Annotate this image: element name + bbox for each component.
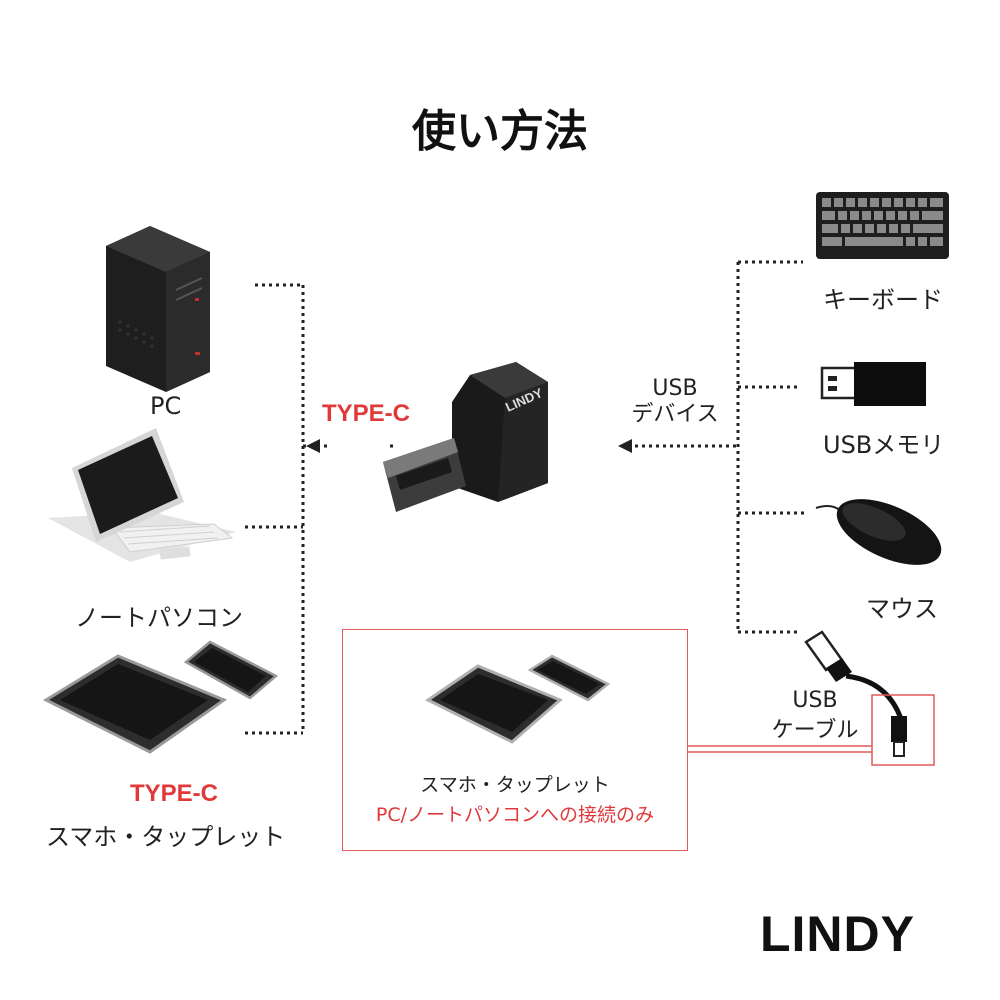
pc-tower-icon <box>106 226 210 392</box>
usb-memory-icon <box>820 362 926 406</box>
mouse-label: マウス <box>866 595 938 623</box>
mouse-icon <box>815 499 942 565</box>
type-c-label: TYPE-C <box>322 400 411 427</box>
cable-highlight-box <box>871 694 935 766</box>
usb-device-label-line2: デバイス <box>631 402 719 427</box>
note-text: スマホ・タップレット PC/ノートパソコンへの接続のみ <box>342 770 688 830</box>
usb-cable-label-line2: ケーブル <box>771 718 859 743</box>
pc-label: PC <box>150 392 182 420</box>
usb-cable-icon <box>804 630 907 757</box>
note-line2: PC/ノートパソコンへの接続のみ <box>375 804 655 826</box>
laptop-icon <box>48 428 236 562</box>
phone-tablet-label: スマホ・タップレット <box>46 823 286 851</box>
tablet-phone-icon <box>42 640 279 754</box>
right-bracket-lines <box>635 260 805 634</box>
arrow-to-device-icon <box>306 439 320 453</box>
left-bracket-lines <box>245 283 396 735</box>
usb-cable-label: USB ケーブル <box>760 686 870 746</box>
lindy-logo: LINDY <box>760 906 915 962</box>
note-box <box>342 629 688 851</box>
usb-memory-label: USBメモリ <box>823 431 945 459</box>
laptop-label: ノートパソコン <box>75 604 243 632</box>
usb-device-label-line1: USB <box>652 376 698 401</box>
phone-type-c-tag: TYPE-C <box>130 780 219 807</box>
usb-device-label: USB デバイス <box>610 376 740 428</box>
note-tablet-phone-icon <box>425 654 611 744</box>
keyboard-icon <box>816 192 949 259</box>
page-title: 使い方法 <box>412 106 588 157</box>
usb-cable-label-line1: USB <box>792 688 838 713</box>
highlight-connector-lines <box>688 745 872 753</box>
arrow-to-adapter-icon <box>618 439 632 453</box>
keyboard-label: キーボード <box>823 286 943 314</box>
note-line1: スマホ・タップレット <box>420 774 610 796</box>
usb-adapter-icon: LINDY <box>383 362 548 512</box>
